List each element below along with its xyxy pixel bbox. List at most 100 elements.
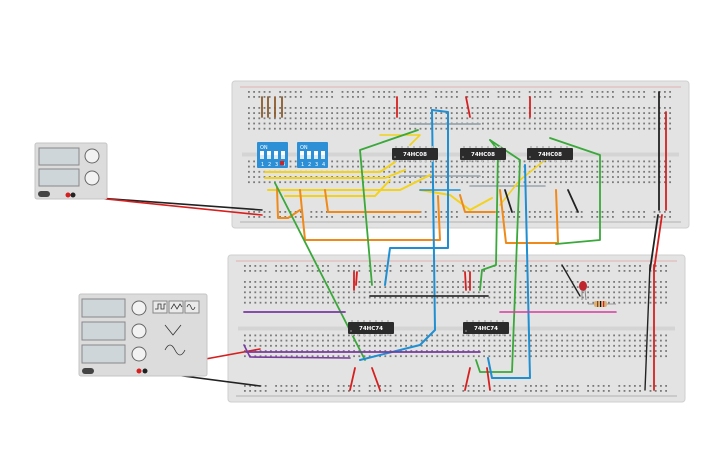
chip-u4[interactable]: 74HC74 (348, 320, 394, 336)
dip-toggle-knob[interactable] (274, 151, 278, 155)
dip-toggle-knob[interactable] (321, 151, 325, 155)
chip-pin (475, 160, 477, 162)
wire-red[interactable] (486, 367, 491, 391)
wire-orange[interactable] (299, 189, 441, 241)
chip-u2[interactable]: 74HC08 (460, 146, 506, 162)
chip-pin (375, 320, 377, 322)
chip-pin (413, 146, 415, 148)
wire-yellow[interactable] (264, 169, 406, 179)
triangle-wave-icon (170, 303, 183, 310)
dip-switch-body (297, 142, 328, 168)
chip-pin (502, 320, 504, 322)
knob-icon[interactable] (131, 300, 147, 316)
triangle-wave-icon (164, 324, 182, 336)
wire-yellow[interactable] (379, 134, 421, 146)
terminal-red[interactable] (136, 368, 142, 374)
center-channel (238, 326, 675, 331)
chip-pin (548, 146, 550, 148)
wire-green[interactable] (475, 139, 521, 373)
terminal-red[interactable] (65, 192, 71, 198)
chip-pin (472, 320, 474, 322)
chip-pin (351, 320, 353, 322)
chip-pin (536, 160, 538, 162)
chip-body (392, 148, 438, 160)
dip-position-label: 1 (301, 162, 304, 168)
power-supply-1[interactable] (34, 142, 108, 200)
wire-yellow[interactable] (284, 179, 391, 197)
wire-green[interactable] (479, 139, 499, 291)
wire-black[interactable] (504, 189, 513, 213)
chip-u1[interactable]: 74HC08 (392, 146, 438, 162)
led-icon[interactable] (579, 281, 587, 291)
dip-toggle-knob[interactable] (260, 151, 264, 155)
chip-u5[interactable]: 74HC74 (463, 320, 509, 336)
waveform-button[interactable] (184, 300, 200, 314)
chip-pin (425, 146, 427, 148)
chip-u3[interactable]: 74HC08 (527, 146, 573, 162)
wire-red[interactable] (349, 367, 356, 391)
power-switch[interactable] (82, 368, 94, 374)
chip-pin (395, 160, 397, 162)
dip-toggle-knob[interactable] (267, 151, 271, 155)
wire-black[interactable] (567, 189, 579, 213)
wire-red[interactable] (653, 214, 663, 271)
wire-black[interactable] (649, 214, 659, 271)
chip-pin (487, 160, 489, 162)
chip-pin (484, 320, 486, 322)
wire-blue[interactable] (384, 109, 449, 286)
dip-position-label: 1 (261, 162, 264, 168)
terminal-black[interactable] (142, 368, 148, 374)
chip-body (460, 148, 506, 160)
dip-toggle-knob[interactable] (281, 151, 285, 155)
wire-black[interactable] (561, 264, 581, 297)
chip-label: 74HC74 (474, 326, 498, 332)
wire-orange[interactable] (276, 187, 301, 219)
terminal-black[interactable] (70, 192, 76, 198)
wire-red[interactable] (76, 195, 263, 216)
waveform-button[interactable] (152, 300, 168, 314)
chip-pin (487, 146, 489, 148)
chip-body (463, 322, 509, 334)
wire-yellow[interactable] (267, 174, 431, 191)
wire-orange[interactable] (324, 189, 421, 213)
chip-pin (548, 160, 550, 162)
dip-toggle-knob[interactable] (314, 151, 318, 155)
wire-red[interactable] (465, 96, 471, 118)
wire-blue[interactable] (487, 164, 531, 379)
hole-grid[interactable] (244, 265, 667, 392)
chip-pin (466, 334, 468, 336)
dip-toggle-knob[interactable] (307, 151, 311, 155)
knob-icon[interactable] (131, 346, 147, 362)
breadboard-bottom[interactable] (227, 254, 686, 403)
display-panel (81, 344, 126, 364)
chip-pin (363, 334, 365, 336)
knob-icon[interactable] (131, 323, 147, 339)
wire-red[interactable] (464, 367, 471, 391)
display-panel (81, 298, 126, 318)
wire-yellow[interactable] (419, 189, 493, 211)
wire-orange[interactable] (499, 189, 559, 244)
power-switch[interactable] (38, 191, 50, 197)
knob-icon[interactable] (84, 148, 100, 164)
wire-yellow[interactable] (264, 161, 396, 173)
knob-icon[interactable] (84, 170, 100, 186)
wire-orange[interactable] (459, 194, 496, 213)
wire-purple[interactable] (243, 344, 351, 359)
dip-toggle-knob[interactable] (300, 151, 304, 155)
chip-pin (407, 146, 409, 148)
function-generator[interactable] (78, 293, 208, 377)
dip-position-label: 4 (322, 162, 325, 168)
chip-pin (407, 160, 409, 162)
wire-red[interactable] (464, 271, 467, 291)
wire-red[interactable] (355, 271, 358, 286)
display-panel (38, 147, 80, 166)
wire-red[interactable] (371, 367, 381, 391)
wire-green[interactable] (549, 137, 601, 245)
hole-grid[interactable] (248, 91, 671, 218)
dip-position-label: 3 (275, 162, 278, 168)
wire-green[interactable] (359, 129, 419, 286)
wire-black[interactable] (644, 264, 651, 391)
chip-pin (357, 320, 359, 322)
